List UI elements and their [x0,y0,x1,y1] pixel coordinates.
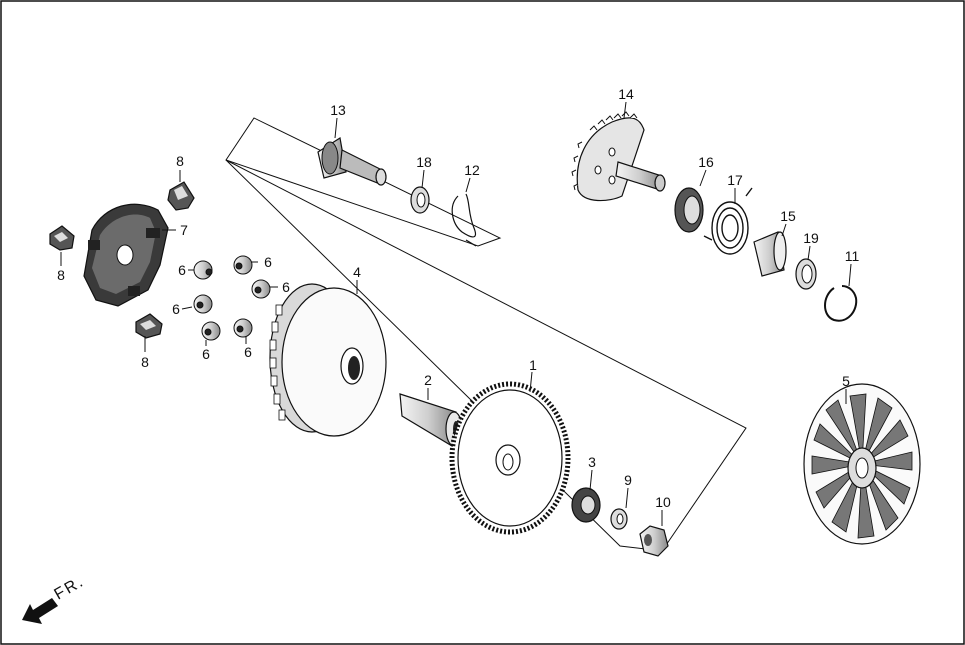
ramp-plate [83,203,169,307]
kickstart-shaft-group-outline [225,117,502,247]
callout-7: 7 [180,222,188,238]
callout-labels: 1 2 3 4 5 6 6 6 6 6 6 7 8 8 8 9 10 11 12… [57,86,859,510]
callout-8b: 8 [57,267,65,283]
kickstart-gear [571,111,666,202]
callout-6c: 6 [282,279,290,295]
kickstart-washer [410,186,430,214]
callout-6e: 6 [202,346,210,362]
weight-rollers [193,255,271,341]
one-way-clutch [571,487,601,523]
callout-10: 10 [655,494,671,510]
slider-bottom [135,313,163,339]
slider-left [49,225,75,251]
callout-6b: 6 [264,254,272,270]
spring-clip [451,193,477,247]
drive-sleeve [399,393,463,447]
flange-nut [639,525,669,557]
callout-17: 17 [727,172,743,188]
circlip [824,285,858,322]
callout-4: 4 [353,264,361,280]
kickstart-spindle [317,137,387,186]
callout-19: 19 [803,230,819,246]
callout-6d: 6 [172,301,180,317]
callout-8c: 8 [141,354,149,370]
bushing-washer [795,258,817,290]
slider-top [167,181,195,211]
callout-18: 18 [416,154,432,170]
cooling-fan-face [803,383,921,545]
callout-1: 1 [529,357,537,373]
movable-drive-face [269,283,387,437]
callout-13: 13 [330,102,346,118]
front-arrow-icon [22,598,58,624]
front-direction-indicator: FR. [22,573,88,624]
callout-3: 3 [588,454,596,470]
kickstart-spring [703,187,753,255]
callout-12: 12 [464,162,480,178]
callout-6a: 6 [178,262,186,278]
kickstart-bushing [753,231,787,277]
oil-seal [674,187,704,233]
callout-14: 14 [618,86,634,102]
callout-8a: 8 [176,153,184,169]
drive-face [449,381,571,535]
leader-lines [60,101,852,526]
callout-5: 5 [842,373,850,389]
callout-6f: 6 [244,344,252,360]
callout-9: 9 [624,472,632,488]
callout-15: 15 [780,208,796,224]
callout-11: 11 [845,248,860,264]
clutch-washer [610,508,628,530]
callout-2: 2 [424,372,432,388]
callout-16: 16 [698,154,714,170]
front-label: FR. [52,573,88,604]
